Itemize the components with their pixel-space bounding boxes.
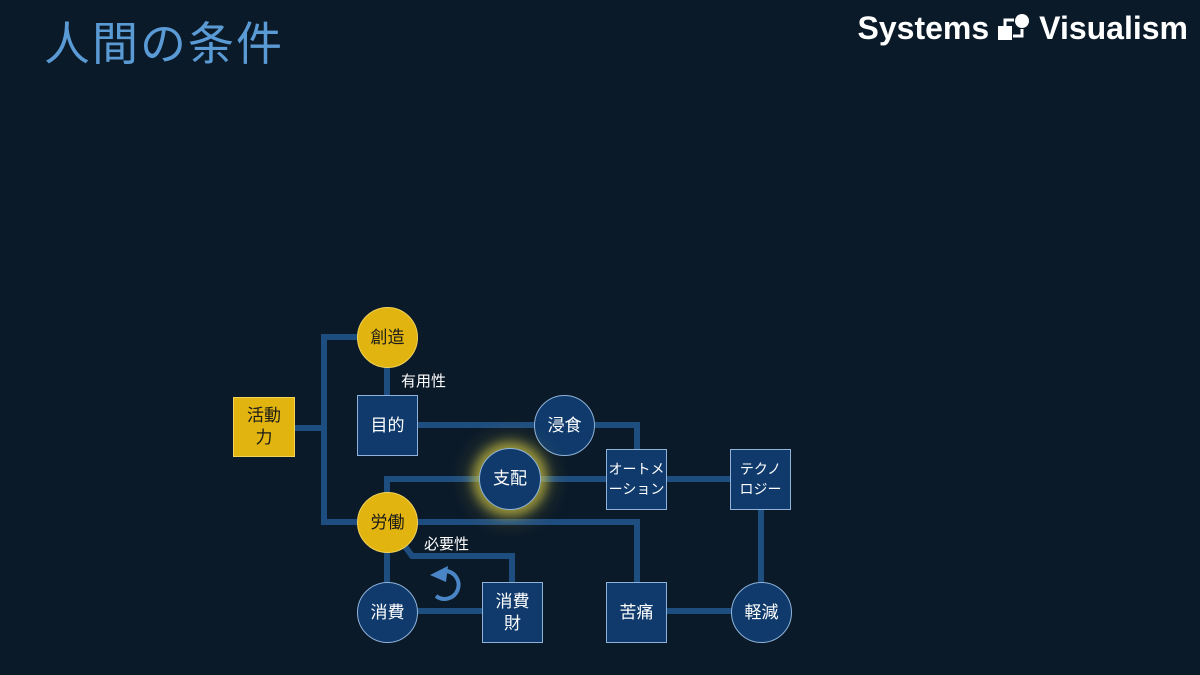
node-keigen: 軽減 bbox=[731, 582, 792, 643]
node-roudou: 労働 bbox=[357, 492, 418, 553]
brand-right-text: Visualism bbox=[1039, 9, 1188, 46]
node-kutsuu: 苦痛 bbox=[606, 582, 667, 643]
node-shouhizai: 消費 財 bbox=[482, 582, 543, 643]
edge-roudou-shouhizai bbox=[401, 543, 515, 582]
label-hitsuyousei: 必要性 bbox=[424, 535, 470, 553]
edge-shihai-roudou bbox=[384, 476, 480, 493]
edge-roudou-kutsuu bbox=[416, 519, 640, 582]
label-yuuyousei: 有用性 bbox=[401, 372, 447, 390]
node-katsudouryoku: 活動 力 bbox=[233, 397, 295, 457]
edge-trunk-souzou-roudou bbox=[321, 334, 387, 525]
node-technology: テクノ ロジー bbox=[730, 449, 791, 510]
systems-visualism-logo-icon bbox=[998, 14, 1030, 40]
node-shinshoku: 浸食 bbox=[534, 395, 595, 456]
brand-left-text: Systems bbox=[857, 9, 990, 46]
cycle-arrow-head-icon bbox=[430, 566, 448, 582]
page-title: 人間の条件 bbox=[44, 17, 284, 71]
edge-shinshoku-automation bbox=[595, 422, 640, 450]
brand: Systems Visualism bbox=[858, 8, 1188, 48]
cycle-arrow-icon bbox=[434, 569, 461, 601]
node-shouhi: 消費 bbox=[357, 582, 418, 643]
node-souzou: 創造 bbox=[357, 307, 418, 368]
node-automation: オートメ ーション bbox=[606, 449, 667, 510]
node-shihai: 支配 bbox=[479, 448, 541, 510]
node-mokuteki: 目的 bbox=[357, 395, 418, 456]
